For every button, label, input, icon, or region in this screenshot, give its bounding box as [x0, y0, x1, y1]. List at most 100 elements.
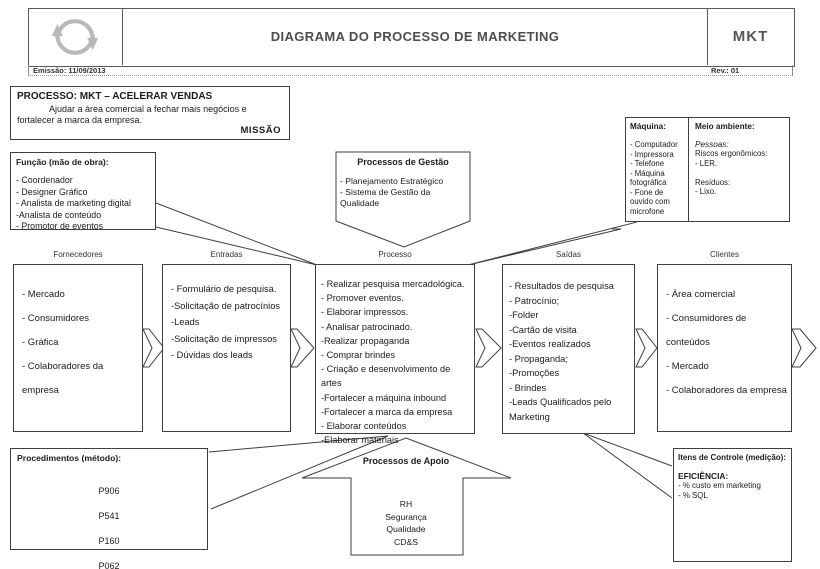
list-item: -Realizar propaganda [321, 335, 410, 346]
controle-items: - % custo em marketing- % SQL [678, 481, 787, 500]
list-item: - Lixo. [695, 187, 717, 196]
emission-date: Emissão: 11/09/2013 [33, 66, 106, 75]
header-clientes: Clientes [710, 250, 739, 259]
gestao-title: Processos de Gestão [357, 157, 449, 167]
list-item: - % custo em marketing [678, 481, 761, 490]
list-item: -Folder [509, 310, 539, 320]
list-item: CD&S [394, 536, 418, 547]
gestao-items: - Planejamento Estratégico- Sistema de G… [336, 176, 470, 209]
maquina-section: Máquina: - Computador- Impressora- Telef… [626, 118, 688, 216]
meio-ambiente-section: Meio ambiente: Pessoas: Riscos ergonômic… [689, 118, 789, 197]
list-item: - Elaborar conteúdos [321, 421, 407, 432]
header-frame [28, 8, 795, 67]
list-item: - Máquina fotográfica [630, 168, 667, 188]
procedimentos-title: Procedimentos (método): [17, 453, 122, 463]
process-mission-box: PROCESSO: MKT – ACELERAR VENDAS Ajudar a… [10, 86, 290, 140]
logo-cell [28, 8, 123, 65]
list-item: - Dúvidas dos leads [171, 350, 253, 360]
list-item: - Brindes [509, 382, 547, 393]
list-item: -Leads [171, 317, 200, 327]
list-item: - Promover eventos. [321, 293, 404, 304]
list-item: Qualidade [386, 524, 426, 534]
clientes-box: - Área comercial - Consumidores de conteú… [657, 264, 792, 432]
list-item: P062 [98, 561, 120, 569]
eficiencia-label: EFICIÊNCIA: [678, 471, 729, 481]
arrow-entradas-processo [290, 328, 315, 368]
header-processo: Processo [378, 250, 412, 259]
maquina-title: Máquina: [630, 122, 666, 131]
list-item: -Fortalecer a marca da empresa [321, 406, 453, 417]
list-item: - Resultados de pesquisa [509, 281, 614, 291]
mission-label: MISSÃO [240, 125, 281, 136]
header-entradas: Entradas [210, 250, 243, 259]
apoio-title: Processos de Apoio [362, 456, 450, 466]
list-item: - Designer Gráfico [16, 186, 88, 197]
list-item: P160 [98, 536, 120, 546]
meio-lines: Riscos ergonômicos:- LER.Resíduos:- Lixo… [695, 149, 786, 197]
list-item: - Analisar patrocinado. [321, 321, 413, 332]
procedimentos-to-processo-connector [208, 435, 389, 510]
list-item: - Promotor de eventos [16, 221, 104, 231]
list-item: - Colaboradores da empresa [666, 385, 787, 396]
list-item: - Criação e desenvolvimento de artes [321, 364, 451, 389]
list-item: - Propaganda; [509, 353, 568, 364]
list-item: - Fone de ouvido com microfone [630, 187, 670, 216]
list-item: - Área comercial [666, 289, 736, 300]
list-item: - Consumidores de conteúdos [666, 313, 747, 348]
controle-title: Itens de Controle (medição): [678, 453, 787, 462]
list-item: - Sistema de Gestão da Qualidade [340, 187, 431, 208]
saidas-box: - Resultados de pesquisa - Patrocínio; -Fo… [502, 264, 635, 434]
list-item: - Consumidores [22, 313, 90, 324]
process-code: MKT [707, 8, 793, 65]
list-item: - % SQL [678, 490, 708, 500]
funcao-items: - Coordenador- Designer Gráfico- Analist… [16, 175, 150, 233]
controle-box: Itens de Controle (medição): EFICIÊNCIA:… [673, 448, 792, 562]
maquina-items: - Computador- Impressora- Telefone- Máqu… [630, 140, 685, 216]
list-item: P906 [98, 486, 120, 496]
list-item: - Mercado [666, 361, 709, 372]
funcao-box: Função (mão de obra): - Coordenador- Des… [10, 152, 156, 233]
list-item: RH [399, 499, 413, 509]
list-item: -Promoções [509, 368, 560, 378]
list-item: -Solicitação de impressos [171, 333, 277, 344]
divider [688, 118, 689, 221]
list-item: - Patrocínio; [509, 295, 560, 306]
gestao-banner: Processos de Gestão - Planejamento Estra… [336, 157, 470, 209]
list-item: - Comprar brindes [321, 350, 396, 361]
processo-box: - Realizar pesquisa mercadológica.- Prom… [315, 264, 475, 445]
fornecedores-box: - Mercado- Consumidores- Gráfica- Colabo… [13, 264, 143, 432]
saidas-to-controle-connector [582, 432, 673, 499]
list-item: -Analista de conteúdo [16, 209, 102, 220]
header-sub-row: Emissão: 11/09/2013 Rev.: 01 [28, 65, 793, 76]
maquina-to-processo-connector [463, 221, 638, 267]
list-item: - Planejamento Estratégico [340, 176, 444, 186]
funcao-title: Função (mão de obra): [16, 157, 109, 167]
list-item: - Formulário de pesquisa. [171, 284, 277, 294]
list-item: Resíduos: [695, 177, 731, 187]
funcao-to-processo-connector [155, 202, 318, 266]
list-item: - Analista de marketing digital [16, 198, 131, 208]
list-item: - Telefone [630, 159, 665, 168]
sync-arrows-icon [51, 18, 99, 55]
list-item: - Mercado [22, 289, 65, 300]
gestao-banner-shape [335, 151, 471, 248]
list-item: Segurança [385, 511, 427, 522]
list-item: - Gráfica [22, 337, 59, 348]
list-item: -Fortalecer a máquina inbound [321, 392, 447, 403]
list-item: - Coordenador [16, 175, 73, 185]
apoio-arrow-shape [301, 437, 512, 556]
list-item: - Computador [630, 140, 678, 149]
revision-label: Rev.: 01 [711, 66, 740, 75]
list-item: -Elaborar materiais [321, 435, 399, 446]
pessoas-label: Pessoas: [695, 140, 729, 149]
list-item: - Impressora [630, 149, 674, 159]
arrow-clientes-out [791, 328, 817, 368]
header-saidas: Saídas [556, 250, 581, 259]
process-title: PROCESSO: MKT – ACELERAR VENDAS [17, 91, 213, 102]
list-item: -Solicitação de patrocínios [171, 300, 281, 311]
